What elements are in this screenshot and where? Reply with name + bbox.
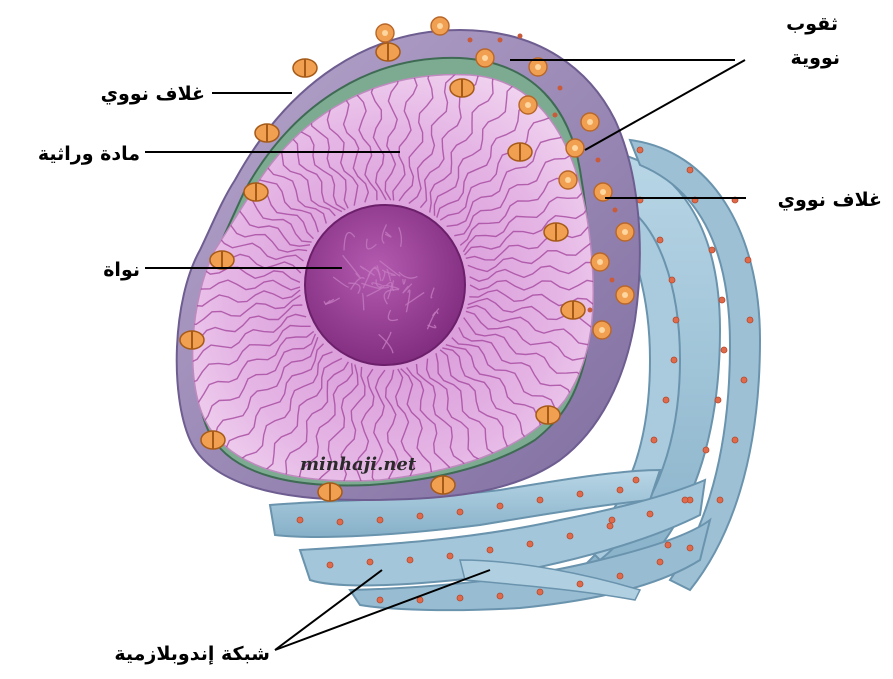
ribosome-dot [407,557,413,563]
ribosome-dot [617,487,623,493]
ribosome-dot [337,519,343,525]
label-nuclear-pores-line1: ثقوب [786,13,838,35]
surface-dot [468,38,473,43]
surface-pore [616,286,634,304]
ribosome-dot [687,167,693,173]
ribosome-dot [577,581,583,587]
pore [431,476,455,494]
label-genetic-material: مادة وراثية [38,143,140,165]
surface-pore [593,321,611,339]
pore [210,251,234,269]
pore [180,331,204,349]
ribosome-dot [417,597,423,603]
watermark-text: minhaji.net [300,454,417,475]
leader-nuclear-pores-2 [585,60,745,150]
ribosome-dot [637,147,643,153]
ribosome-dot [377,597,383,603]
pore [450,79,474,97]
pore [536,406,560,424]
ribosome-dot [682,497,688,503]
pore [318,483,342,501]
pore [255,124,279,142]
surface-dot [588,308,593,313]
ribosome-dot [651,437,657,443]
ribosome-dot [657,559,663,565]
surface-dot [610,278,615,283]
pore [293,59,317,77]
ribosome-dot [297,517,303,523]
surface-pore [519,96,537,114]
ribosome-dot [327,562,333,568]
ribosome-dot [527,541,533,547]
surface-dot [596,158,601,163]
ribosome-dot [745,257,751,263]
pore [244,183,268,201]
ribosome-dot [617,573,623,579]
ribosome-dot [665,542,671,548]
ribosome-dot [721,347,727,353]
ribosome-dot [669,277,675,283]
ribosome-dot [537,589,543,595]
pore [376,43,400,61]
ribosome-dot [663,397,669,403]
pore [201,431,225,449]
ribosome-dot [741,377,747,383]
ribosome-dot [657,237,663,243]
surface-dot [558,86,563,91]
pore [508,143,532,161]
ribosome-dot [377,517,383,523]
ribosome-dot [497,503,503,509]
ribosome-dot [709,247,715,253]
surface-pore [581,113,599,131]
surface-pore [476,49,494,67]
ribosome-dot [417,513,423,519]
surface-pore [431,17,449,35]
ribosome-dot [577,491,583,497]
ribosome-dot [447,553,453,559]
ribosome-dot [732,437,738,443]
ribosome-dot [367,559,373,565]
ribosome-dot [609,517,615,523]
ribosome-dot [673,317,679,323]
ribosome-dot [497,593,503,599]
surface-pore [559,171,577,189]
label-nuclear-envelope-right: غلاف نووي [778,189,882,212]
ribosome-dot [687,545,693,551]
ribosome-dot [671,357,677,363]
label-endoplasmic-reticulum: شبكة إندوبلازمية [114,643,270,665]
surface-dot [518,34,523,39]
ribosome-dot [537,497,543,503]
label-nuclear-envelope-left: غلاف نووي [101,83,205,106]
ribosome-dot [567,533,573,539]
ribosome-dot [457,509,463,515]
ribosome-dot [715,397,721,403]
surface-pore [376,24,394,42]
ribosome-dot [719,297,725,303]
surface-dot [498,38,503,43]
ribosome-dot [487,547,493,553]
label-nuclear-pores-line2: نووية [790,47,840,69]
surface-dot [553,113,558,118]
ribosome-dot [647,511,653,517]
surface-dot [613,208,618,213]
ribosome-dot [633,477,639,483]
ribosome-dot [457,595,463,601]
surface-pore [591,253,609,271]
pore [544,223,568,241]
label-nucleolus: نواة [103,259,140,281]
ribosome-dot [703,447,709,453]
ribosome-dot [717,497,723,503]
ribosome-dot [747,317,753,323]
pore [561,301,585,319]
ribosome-dot [607,523,613,529]
surface-pore [616,223,634,241]
surface-pore [566,139,584,157]
